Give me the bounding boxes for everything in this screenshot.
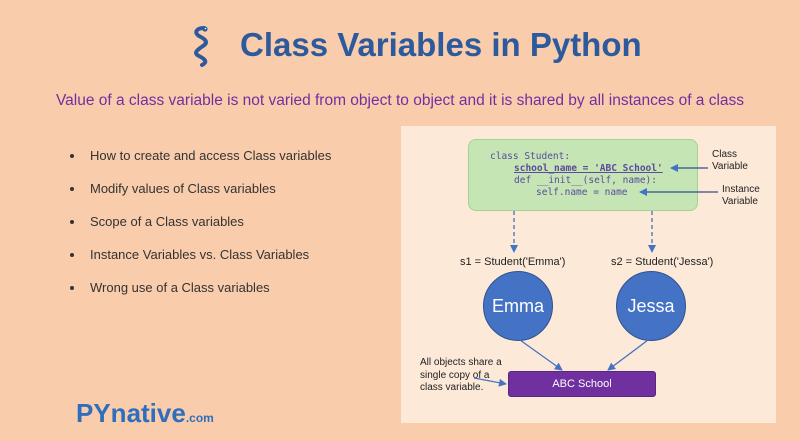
bullet-icon — [70, 187, 74, 191]
title-row: Class Variables in Python — [0, 20, 800, 70]
page-subtitle: Value of a class variable is not varied … — [55, 92, 745, 109]
arrow-object1-to-shared — [519, 339, 563, 371]
list-item: Wrong use of a Class variables — [70, 279, 331, 312]
arrow-note-to-shared — [473, 377, 507, 387]
code-box — [468, 139, 698, 211]
object2-circle: Jessa — [616, 271, 686, 341]
brand-name: PYnative — [76, 398, 186, 428]
topic-list: How to create and access Class variables… — [70, 147, 331, 312]
object1-name: Emma — [491, 295, 544, 316]
code-line-instance-variable: self.name = name — [536, 187, 628, 198]
object2-name: Jessa — [627, 295, 675, 316]
object2-constructor: s2 = Student('Jessa') — [611, 256, 714, 268]
bullet-icon — [70, 253, 74, 257]
class-variable-label: Class Variable — [712, 149, 748, 172]
list-item: Scope of a Class variables — [70, 213, 331, 246]
bullet-icon — [70, 154, 74, 158]
shared-class-variable-box: ABC School — [508, 371, 656, 397]
share-note: All objects share a single copy of a cla… — [420, 357, 502, 393]
list-item: How to create and access Class variables — [70, 147, 331, 180]
bullet-icon — [70, 286, 74, 290]
page-title: Class Variables in Python — [240, 26, 642, 63]
list-item: Modify values of Class variables — [70, 180, 331, 213]
brand-suffix: .com — [185, 411, 214, 425]
brand-logo: PYnative.com — [76, 398, 214, 429]
shared-value: ABC School — [552, 378, 612, 390]
code-line-init: def __init__(self, name): — [514, 175, 657, 186]
object1-constructor: s1 = Student('Emma') — [460, 256, 566, 268]
code-line-class: class Student: — [490, 151, 571, 162]
instance-variable-label: Instance Variable — [722, 184, 760, 207]
object1-circle: Emma — [483, 271, 553, 341]
code-line-class-variable: school_name = 'ABC School' — [514, 163, 663, 174]
bullet-icon — [70, 220, 74, 224]
arrow-object2-to-shared — [607, 339, 649, 371]
list-item: Instance Variables vs. Class Variables — [70, 246, 331, 279]
python-snake-icon — [194, 26, 208, 67]
